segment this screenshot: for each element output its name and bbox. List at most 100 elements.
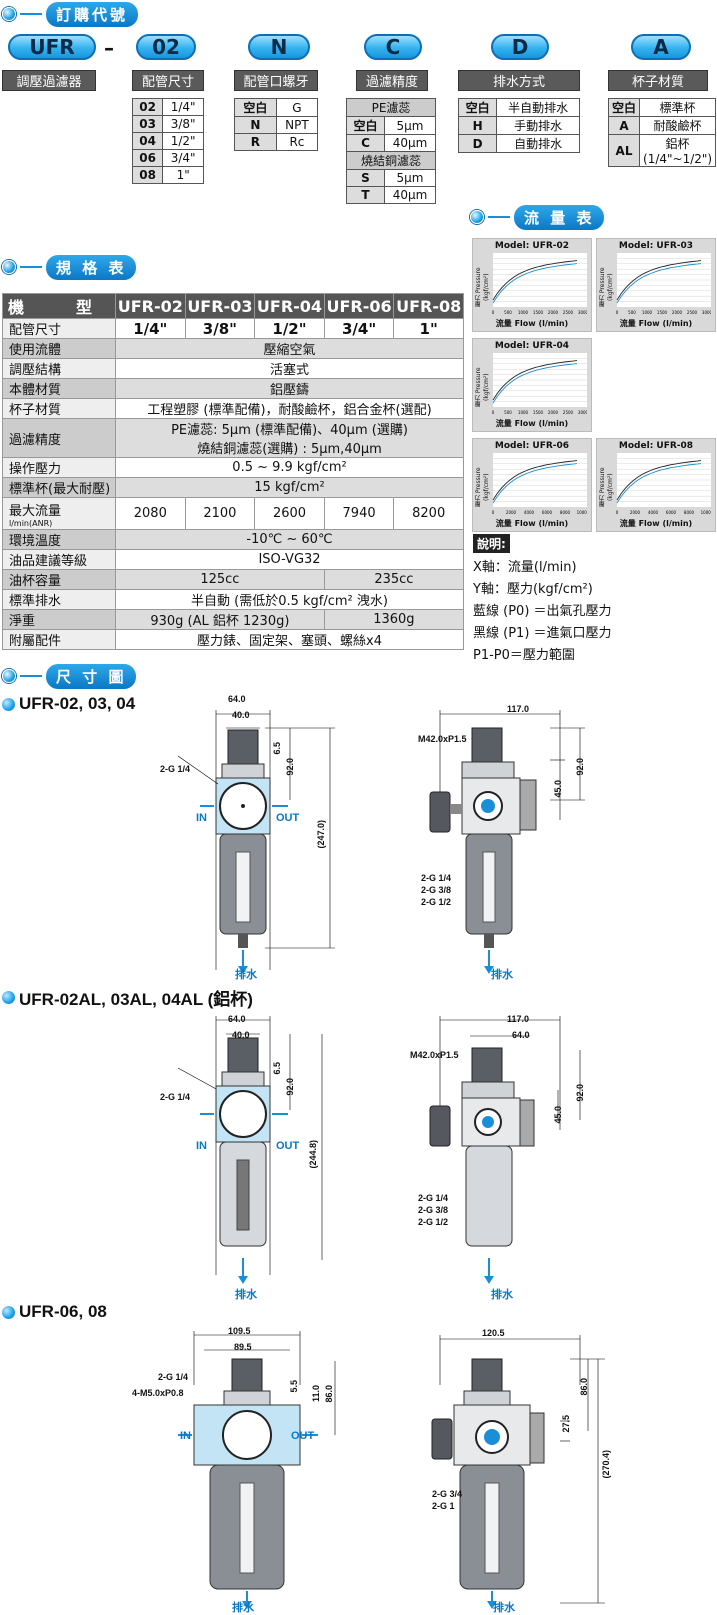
drain-label: 排水 [235, 1288, 257, 1301]
dim-height: 45.0 [553, 780, 563, 798]
dim-height: 92.0 [575, 758, 585, 776]
option-code: N [234, 116, 277, 134]
dim-width: 117.0 [507, 1014, 530, 1024]
chart-title: Model: UFR-08 [618, 441, 694, 451]
spec-cell: 1/2" [254, 318, 325, 339]
option-code: H [457, 116, 498, 135]
dim-ports: 2-G 1/4 2-G 3/8 2-G 1/2 [421, 873, 452, 907]
spec-cell: 壓縮空氣 [115, 338, 464, 359]
dim-screw: 4-M5.0xP0.8 [132, 1388, 184, 1398]
x-tick-label: 3000 [578, 310, 587, 315]
dim-section-header: 尺 寸 圖 [2, 663, 137, 689]
x-tick-label: 0 [616, 310, 619, 315]
option-value: 5μm [384, 116, 436, 135]
p1-curve [616, 260, 702, 301]
option-code: C [345, 134, 386, 152]
note-line: 藍線 (P0) ＝出氣孔壓力 [473, 604, 612, 619]
spec-table: 機 型 UFR-02 UFR-03 UFR-04 UFR-06 UFR-08 配… [2, 293, 465, 650]
spec-row: 本體材質鋁壓鑄 [2, 378, 464, 399]
filter-line-2: 燒結銅濾蕊(選購) : 5μm,40μm [197, 442, 382, 457]
x-tick-label: 500 [504, 410, 512, 415]
code-thread: N [248, 34, 310, 60]
spec-label: 附屬配件 [2, 629, 116, 650]
bullet-icon [2, 1305, 15, 1319]
spec-cell: 半自動 (需低於0.5 kgf/cm² 洩水) [115, 589, 464, 610]
spec-label: 本體材質 [2, 378, 116, 399]
spec-cell: 工程塑膠 (標準配備)，耐酸鹼杯，鋁合金杯(選配) [115, 398, 464, 419]
p0-curve [492, 463, 578, 504]
dim-ports: 2-G 3/4 2-G 1 [432, 1489, 463, 1511]
header-line [20, 675, 42, 677]
spec-cell: 0.5 ~ 9.9 kgf/cm² [115, 457, 464, 478]
code-dash: – [104, 36, 114, 60]
x-tick-label: 0 [492, 410, 495, 415]
option-value: 40μm [384, 186, 436, 204]
spec-header-cell: UFR-08 [393, 293, 464, 319]
spec-cell: 15 kgf/cm² [115, 477, 464, 498]
spec-header-cell: UFR-02 [115, 293, 186, 319]
spec-label: 淨重 [2, 609, 116, 630]
x-tick-label: 2500 [563, 310, 574, 315]
x-tick-label: 1500 [533, 310, 544, 315]
x-tick-label: 500 [628, 310, 636, 315]
dim-ports: 2-G 1/4 2-G 3/8 2-G 1/2 [418, 1193, 449, 1227]
spec-row: 配管尺寸 1/4" 3/8" 1/2" 3/4" 1" [2, 318, 464, 339]
x-tick-label: 3000 [578, 410, 587, 415]
spec-cell: 1" [393, 318, 464, 339]
dim-port: 2-G 1/4 [158, 1372, 189, 1382]
spec-label: 操作壓力 [2, 457, 116, 478]
bullet-icon [2, 697, 15, 711]
x-tick-label: 1500 [533, 410, 544, 415]
code-bowl: A [631, 34, 691, 60]
code-ufr: UFR [8, 34, 96, 60]
dim-width: 64.0 [228, 694, 246, 704]
flow-section-header: 流 量 表 [470, 204, 605, 230]
flow-section-title: 流 量 表 [514, 204, 605, 230]
option-code: 空白 [234, 98, 277, 117]
notes-title: 說明: [473, 534, 510, 553]
dim-width: 40.0 [232, 1030, 250, 1040]
note-line: Y軸：壓力(kgf/cm²) [473, 582, 593, 597]
option-value: 3/8" [162, 115, 204, 133]
option-code: 02 [131, 98, 164, 116]
note-line: 黑線 (P1) ＝進氣口壓力 [473, 626, 612, 641]
in-label: IN [196, 812, 207, 824]
dim-width: 64.0 [228, 1014, 246, 1024]
dim-width: 109.5 [228, 1326, 251, 1336]
dim-height: 6.5 [272, 1062, 282, 1075]
code-pipe: 02 [136, 34, 196, 60]
header-line [20, 266, 42, 268]
dim-height: (244.8) [308, 1140, 318, 1169]
x-tick-label: 4000 [648, 510, 659, 515]
dim-port: 2-G 1/4 [160, 764, 191, 774]
spec-row: 標準排水半自動 (需低於0.5 kgf/cm² 洩水) [2, 589, 464, 610]
dim-width: 89.5 [234, 1342, 252, 1352]
spec-cell: ISO-VG32 [115, 549, 464, 570]
spec-cell: 930g (AL 鋁杯 1230g) [115, 609, 325, 630]
spec-label: 油杯容量 [2, 569, 116, 590]
dim-width: 117.0 [507, 704, 530, 714]
spec-cell: 7940 [323, 497, 395, 530]
option-code: T [345, 186, 386, 204]
option-code: 空白 [457, 98, 498, 117]
spec-row: 調壓結構活塞式 [2, 358, 464, 379]
header-line [20, 13, 42, 15]
option-code: R [234, 133, 277, 151]
label-bowl: 杯子材質 [608, 70, 708, 91]
spec-cell: -10℃ ~ 60℃ [115, 529, 464, 550]
code-drain: D [491, 34, 549, 60]
x-tick-label: 2000 [548, 410, 559, 415]
option-value: 鋁杯 (1/4"~1/2") [639, 134, 717, 167]
spec-header-row: 機 型 UFR-02 UFR-03 UFR-04 UFR-06 UFR-08 [2, 293, 464, 319]
bullet-icon [470, 210, 484, 224]
